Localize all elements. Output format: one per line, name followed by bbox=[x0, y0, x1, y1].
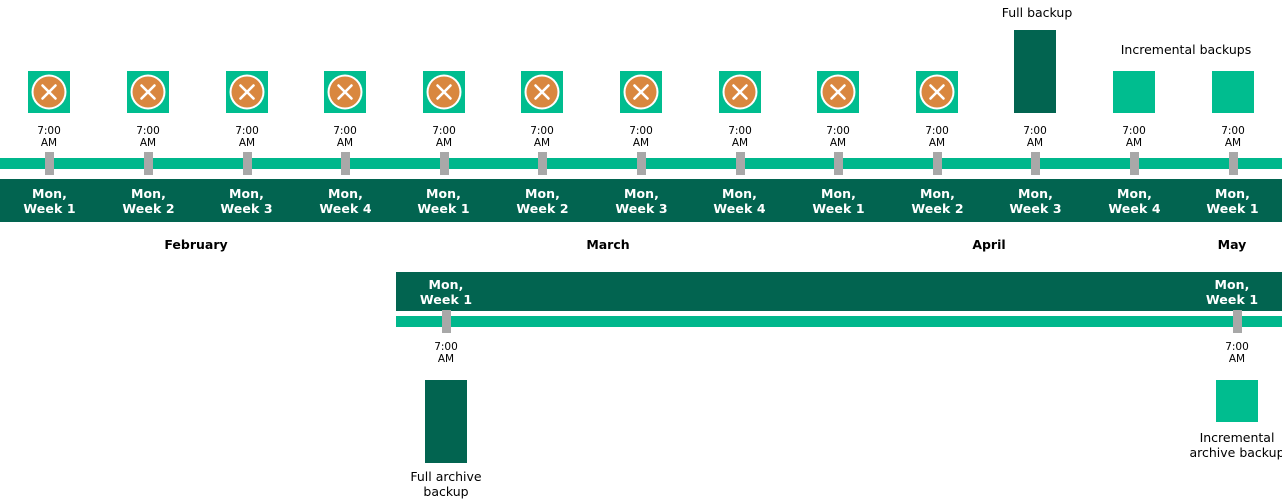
full-archive-backup-caption: Full archive backup bbox=[410, 469, 482, 499]
full-backup-callout-label: Full backup bbox=[1001, 5, 1073, 20]
schedule-tick-marker bbox=[144, 152, 153, 175]
full-backup-bar bbox=[1014, 30, 1056, 113]
schedule-week-label: Mon, Week 1 bbox=[1206, 185, 1259, 216]
archive-week-band: Mon, Week 1 Mon, Week 1 bbox=[396, 272, 1282, 311]
schedule-tick-marker bbox=[736, 152, 745, 175]
schedule-tick-marker bbox=[1229, 152, 1238, 175]
incremental-archive-backup-bar bbox=[1216, 380, 1258, 422]
schedule-tick-marker bbox=[243, 152, 252, 175]
month-label-april: April bbox=[972, 237, 1006, 252]
incremental-backup-bar bbox=[1212, 71, 1254, 113]
disabled-backup-icon bbox=[916, 71, 958, 113]
schedule-tick-marker bbox=[834, 152, 843, 175]
disabled-backup-icon bbox=[226, 71, 268, 113]
schedule-time-label: 7:00 AM bbox=[432, 125, 456, 149]
disabled-backup-icon bbox=[521, 71, 563, 113]
schedule-time-label: 7:00 AM bbox=[1023, 125, 1047, 149]
schedule-week-label: Mon, Week 1 bbox=[417, 185, 470, 216]
archive-tick-marker bbox=[1233, 310, 1242, 333]
disabled-backup-icon bbox=[28, 71, 70, 113]
schedule-tick-marker bbox=[1031, 152, 1040, 175]
schedule-tick-marker bbox=[538, 152, 547, 175]
schedule-time-label: 7:00 AM bbox=[530, 125, 554, 149]
incremental-backups-callout-label: Incremental backups bbox=[1120, 42, 1252, 57]
incremental-backup-bar bbox=[1113, 71, 1155, 113]
schedule-time-label: 7:00 AM bbox=[826, 125, 850, 149]
schedule-timeline-track bbox=[0, 152, 1282, 175]
archive-tick-marker bbox=[442, 310, 451, 333]
disabled-backup-icon bbox=[719, 71, 761, 113]
schedule-tick-marker bbox=[440, 152, 449, 175]
disabled-backup-icon bbox=[127, 71, 169, 113]
schedule-week-label: Mon, Week 3 bbox=[615, 185, 668, 216]
disabled-backup-icon bbox=[620, 71, 662, 113]
archive-time-label-left: 7:00 AM bbox=[434, 341, 458, 365]
month-label-february: February bbox=[164, 237, 228, 252]
disabled-backup-icon bbox=[423, 71, 465, 113]
schedule-week-label: Mon, Week 3 bbox=[220, 185, 273, 216]
archive-week-label-right: Mon, Week 1 bbox=[1205, 276, 1259, 307]
disabled-backup-icon bbox=[817, 71, 859, 113]
month-label-march: March bbox=[586, 237, 630, 252]
schedule-week-label: Mon, Week 1 bbox=[812, 185, 865, 216]
schedule-time-label: 7:00 AM bbox=[235, 125, 259, 149]
schedule-week-label: Mon, Week 4 bbox=[319, 185, 372, 216]
schedule-time-label: 7:00 AM bbox=[925, 125, 949, 149]
schedule-week-label: Mon, Week 2 bbox=[122, 185, 175, 216]
schedule-time-label: 7:00 AM bbox=[37, 125, 61, 149]
schedule-week-label: Mon, Week 1 bbox=[23, 185, 76, 216]
schedule-tick-marker bbox=[341, 152, 350, 175]
schedule-time-label: 7:00 AM bbox=[333, 125, 357, 149]
schedule-tick-marker bbox=[1130, 152, 1139, 175]
schedule-time-label: 7:00 AM bbox=[629, 125, 653, 149]
schedule-time-label: 7:00 AM bbox=[136, 125, 160, 149]
archive-timeline-track bbox=[396, 310, 1282, 333]
schedule-tick-marker bbox=[637, 152, 646, 175]
month-label-may: May bbox=[1217, 237, 1247, 252]
archive-time-label-right: 7:00 AM bbox=[1225, 341, 1249, 365]
full-archive-backup-bar bbox=[425, 380, 467, 463]
schedule-time-label: 7:00 AM bbox=[728, 125, 752, 149]
schedule-time-label: 7:00 AM bbox=[1221, 125, 1245, 149]
archive-week-label-left: Mon, Week 1 bbox=[419, 276, 473, 307]
schedule-tick-marker bbox=[933, 152, 942, 175]
schedule-week-label: Mon, Week 2 bbox=[516, 185, 569, 216]
schedule-time-label: 7:00 AM bbox=[1122, 125, 1146, 149]
schedule-week-label: Mon, Week 4 bbox=[713, 185, 766, 216]
schedule-week-label: Mon, Week 2 bbox=[911, 185, 964, 216]
schedule-tick-marker bbox=[45, 152, 54, 175]
schedule-week-band: Mon, Week 1 Mon, Week 2 Mon, Week 3 Mon, We… bbox=[0, 179, 1282, 222]
incremental-archive-backup-caption: Incremental archive backup bbox=[1189, 430, 1282, 460]
schedule-week-label: Mon, Week 4 bbox=[1108, 185, 1161, 216]
schedule-week-label: Mon, Week 3 bbox=[1009, 185, 1062, 216]
disabled-backup-icon bbox=[324, 71, 366, 113]
